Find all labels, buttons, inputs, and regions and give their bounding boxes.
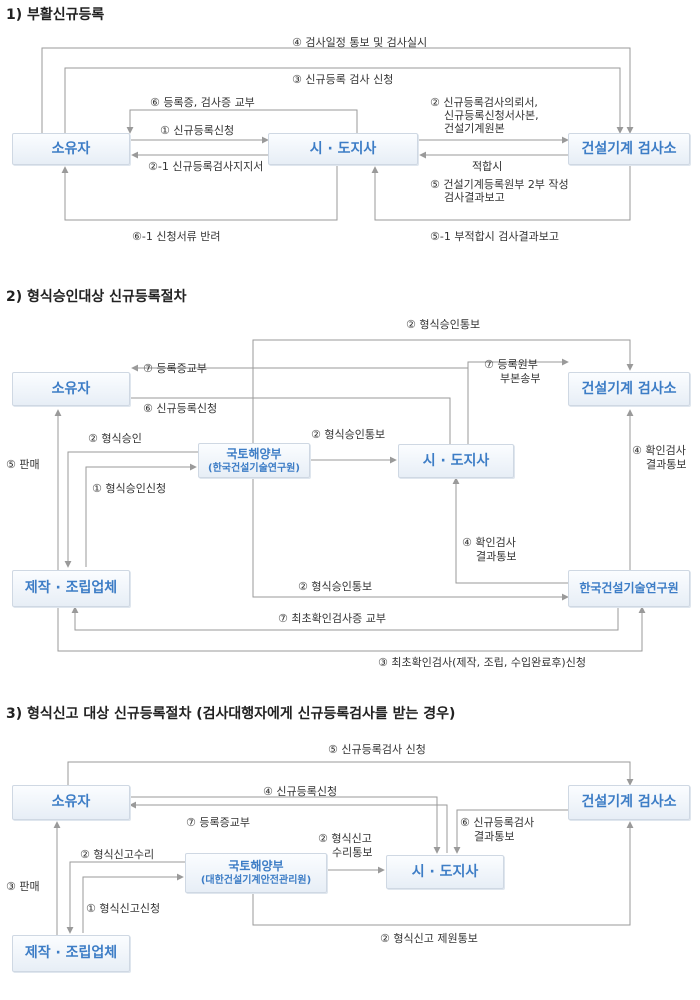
s3-ministry-label: 국토해양부 (228, 859, 284, 873)
s3-arrow-2-accept (66, 861, 185, 934)
s2-owner-box: 소유자 (12, 372, 130, 406)
s1-arrow-6 (126, 109, 358, 134)
s1-arrow-6-1 (61, 165, 338, 221)
s3-arrow-7 (129, 801, 448, 853)
section-3-title: 3) 형식신고 대상 신규등록절차 (검사대행자에게 신규등록검사를 받는 경우… (6, 706, 456, 722)
s1-label-1: ① 신규등록신청 (160, 124, 235, 137)
s3-label-6b: 결과통보 (474, 830, 515, 843)
s1-label-2b: 신규등록신청서사본, (444, 109, 539, 122)
s3-arrow-2-spec (252, 821, 634, 926)
s1-label-fit: 적합시 (472, 160, 503, 173)
s3-arrow-1 (82, 873, 184, 933)
s1-label-4: ④ 검사일정 통보 및 검사실시 (292, 36, 428, 49)
s3-city-box: 시 · 도지사 (386, 855, 504, 889)
section-2-title: 2) 형식승인대상 신규등록절차 (6, 289, 187, 305)
s1-inspector-box: 건설기계 검사소 (568, 133, 690, 165)
s3-city-label: 시 · 도지사 (411, 863, 479, 880)
s3-label-2-accept: ② 형식신고수리 (80, 848, 155, 861)
s2-label-5: ⑤ 판매 (6, 458, 40, 471)
s2-label-6: ⑥ 신규등록신청 (143, 402, 218, 415)
s1-city-box: 시 · 도지사 (268, 133, 418, 165)
s2-label-2-bottom: ② 형식승인통보 (298, 580, 373, 593)
s3-owner-box: 소유자 (12, 785, 130, 820)
s2-city-box: 시 · 도지사 (398, 444, 514, 478)
s3-label-2r-a: ② 형식신고 (318, 832, 372, 845)
s3-ministry-sub-label: (대한건설기계안전관리원) (200, 875, 312, 886)
s2-label-4r-b: 결과통보 (646, 458, 687, 471)
s2-arrow-3 (57, 606, 646, 652)
s1-label-6-1: ⑥-1 신청서류 반려 (132, 230, 221, 243)
s3-maker-label: 제작 · 조립업체 (24, 945, 118, 961)
s3-arrow-5 (67, 761, 634, 786)
s2-maker-box: 제작 · 조립업체 (12, 570, 130, 607)
s2-arrow-4-left (452, 477, 570, 584)
s2-label-1: ① 형식승인신청 (92, 482, 167, 495)
s2-label-4r-a: ④ 확인검사 (632, 444, 686, 457)
s2-label-7-cert: ⑦ 최초확인검사증 교부 (278, 612, 386, 625)
s1-label-2-1: ②-1 신규등록검사지지서 (148, 160, 264, 173)
s3-label-5: ⑤ 신규등록검사 신청 (328, 743, 426, 756)
s1-owner-box: 소유자 (12, 133, 130, 165)
section-1-title: 1) 부활신규등록 (6, 7, 105, 23)
s1-arrow-4 (41, 47, 634, 134)
s3-label-3: ③ 판매 (6, 880, 40, 893)
s3-label-2-spec: ② 형식신고 제원통보 (380, 932, 478, 945)
s1-inspector-label: 건설기계 검사소 (581, 140, 677, 157)
s3-label-4: ④ 신규등록신청 (263, 785, 338, 798)
s2-ministry-box: 국토해양부 (한국건설기술연구원) (198, 443, 310, 478)
s2-ministry-label: 국토해양부 (226, 446, 282, 461)
s1-owner-label: 소유자 (51, 140, 91, 157)
s3-label-7: ⑦ 등록증교부 (186, 816, 250, 829)
s2-arrow-7-copy (467, 358, 569, 447)
s1-label-6: ⑥ 등록증, 검사증 교부 (150, 96, 255, 109)
s3-ministry-box: 국토해양부 (대한건설기계안전관리원) (185, 853, 327, 893)
s1-label-2a: ② 신규등록검사의뢰서, (430, 96, 538, 109)
s3-owner-label: 소유자 (51, 794, 91, 810)
s2-inspector-box: 건설기계 검사소 (568, 372, 690, 406)
s2-label-4-b: 결과통보 (476, 550, 517, 563)
s2-label-7-register: ⑦ 등록증교부 (143, 362, 207, 375)
s3-inspector-label: 건설기계 검사소 (581, 794, 677, 810)
s2-arrow-7-cert (71, 606, 619, 631)
s2-arrow-2-approve (64, 451, 198, 568)
s2-kict-box: 한국건설기술연구원 (568, 570, 690, 607)
s3-maker-box: 제작 · 조립업체 (12, 935, 130, 972)
s1-city-label: 시 · 도지사 (309, 140, 377, 157)
s2-owner-label: 소유자 (51, 380, 91, 397)
s2-label-2-approve: ② 형식승인 (88, 432, 142, 445)
s2-label-2-notice: ② 형식승인통보 (311, 428, 386, 441)
s1-label-5a: ⑤ 건설기계등록원부 2부 작성 (430, 178, 569, 191)
s3-label-2r-b: 수리통보 (332, 846, 373, 859)
s2-label-4-a: ④ 확인검사 (462, 536, 516, 549)
s2-label-7r-a: ⑦ 등록원부 (484, 358, 538, 371)
s2-arrow-1 (85, 463, 197, 567)
s2-label-7r-b: 부본송부 (500, 372, 541, 385)
s1-arrow-3 (64, 67, 624, 134)
s1-label-2c: 건설기계원본 (444, 122, 505, 135)
s3-label-1: ① 형식신고신청 (86, 902, 161, 915)
s2-arrow-top-2 (252, 339, 634, 472)
s2-label-top-2: ② 형식승인통보 (406, 318, 481, 331)
s2-ministry-sub-label: (한국건설기술연구원) (208, 462, 300, 474)
s3-arrow-6 (453, 809, 568, 854)
s3-label-6a: ⑥ 신규등록검사 (460, 816, 535, 829)
s3-inspector-box: 건설기계 검사소 (568, 785, 690, 820)
s3-arrow-4 (128, 796, 441, 854)
s2-arrow-2-bottom (252, 473, 569, 601)
s2-label-3: ③ 최초확인검사(제작, 조립, 수입완료후)신청 (378, 656, 586, 669)
s2-maker-label: 제작 · 조립업체 (24, 580, 118, 596)
s2-city-label: 시 · 도지사 (422, 452, 490, 469)
s2-kict-label: 한국건설기술연구원 (579, 581, 679, 595)
s1-label-5b: 검사결과보고 (444, 191, 505, 204)
s1-label-3: ③ 신규등록 검사 신청 (292, 73, 394, 86)
s2-inspector-label: 건설기계 검사소 (581, 380, 677, 397)
s1-label-5-1: ⑤-1 부적합시 검사결과보고 (430, 230, 560, 243)
s1-arrow-5-1 (371, 165, 631, 221)
